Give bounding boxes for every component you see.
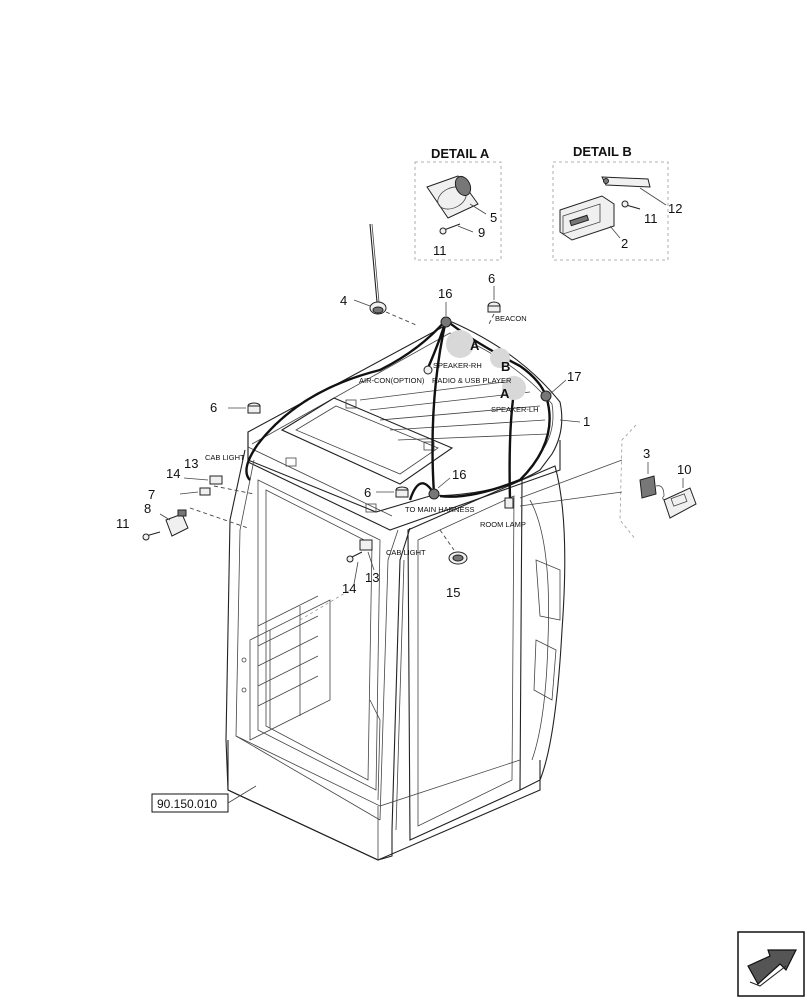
label-speaker-rh: SPEAKER-RH bbox=[433, 361, 482, 370]
label-cab-light-left: CAB LIGHT bbox=[205, 453, 245, 462]
callout-7: 7 bbox=[148, 487, 155, 502]
callout-9: 9 bbox=[478, 225, 485, 240]
callout-11c: 11 bbox=[116, 516, 130, 531]
detail-a-title: DETAIL A bbox=[431, 146, 490, 161]
callout-10: 10 bbox=[677, 462, 691, 477]
callout-5: 5 bbox=[490, 210, 497, 225]
label-radio: RADIO & USB PLAYER bbox=[432, 376, 512, 385]
callout-16a: 16 bbox=[438, 286, 452, 301]
label-speaker-lh: SPEAKER-LH bbox=[491, 405, 539, 414]
cab-light-center bbox=[299, 539, 375, 621]
marker-group: A B A bbox=[446, 330, 526, 401]
lamp-lens-10 bbox=[663, 487, 697, 519]
marker-a-lower: A bbox=[500, 386, 510, 401]
callout-6b: 6 bbox=[210, 400, 217, 415]
callout-11a: 11 bbox=[433, 243, 447, 258]
detail-a: DETAIL A bbox=[414, 146, 502, 261]
callout-12: 12 bbox=[668, 201, 682, 216]
callout-6a: 6 bbox=[488, 271, 495, 286]
callout-8: 8 bbox=[144, 501, 151, 516]
callout-13a: 13 bbox=[184, 456, 198, 471]
room-lamp-3 bbox=[639, 475, 657, 499]
roof-window bbox=[280, 397, 454, 485]
callout-17: 17 bbox=[567, 369, 581, 384]
cab-light-left bbox=[142, 475, 255, 541]
label-aircon: AIR-CON(OPTION) bbox=[359, 376, 425, 385]
next-page-arrow-icon[interactable] bbox=[737, 931, 805, 997]
detail-b: DETAIL B bbox=[552, 144, 669, 261]
callout-16b: 16 bbox=[452, 467, 466, 482]
marker-a-upper: A bbox=[470, 338, 480, 353]
reference-tag: 90.150.010 bbox=[151, 785, 257, 813]
detail-b-title: DETAIL B bbox=[573, 144, 632, 159]
callout-3: 3 bbox=[643, 446, 650, 461]
label-beacon: BEACON bbox=[495, 314, 527, 323]
room-lamp-detail bbox=[519, 424, 697, 541]
reference-number[interactable]: 90.150.010 bbox=[157, 797, 217, 811]
label-main-harness: TO MAIN HARNESS bbox=[405, 505, 474, 514]
lamp-cover-8 bbox=[165, 513, 189, 537]
callout-11b: 11 bbox=[644, 211, 658, 226]
antenna bbox=[353, 223, 417, 326]
plug-center bbox=[376, 486, 409, 498]
plug-left bbox=[228, 402, 261, 414]
wiring-harness bbox=[245, 316, 552, 509]
radio-bracket bbox=[601, 176, 651, 188]
marker-b: B bbox=[501, 359, 510, 374]
beacon-socket bbox=[487, 286, 501, 327]
callout-1: 1 bbox=[583, 414, 590, 429]
callout-6c: 6 bbox=[364, 485, 371, 500]
callout-14a: 14 bbox=[166, 466, 180, 481]
callout-13b: 13 bbox=[365, 570, 379, 585]
cab-frame bbox=[225, 449, 566, 861]
speaker-magnet bbox=[454, 175, 472, 197]
speaker-grille bbox=[426, 175, 479, 219]
callout-4: 4 bbox=[340, 293, 347, 308]
label-cab-light-right: CAB LIGHT bbox=[386, 548, 426, 557]
cab-roof bbox=[247, 321, 563, 531]
callout-14b: 14 bbox=[342, 581, 356, 596]
grommet-15 bbox=[439, 529, 468, 565]
label-room-lamp: ROOM LAMP bbox=[480, 520, 526, 529]
callout-2: 2 bbox=[621, 236, 628, 251]
callout-15: 15 bbox=[446, 585, 460, 600]
screw-9 bbox=[443, 223, 461, 231]
